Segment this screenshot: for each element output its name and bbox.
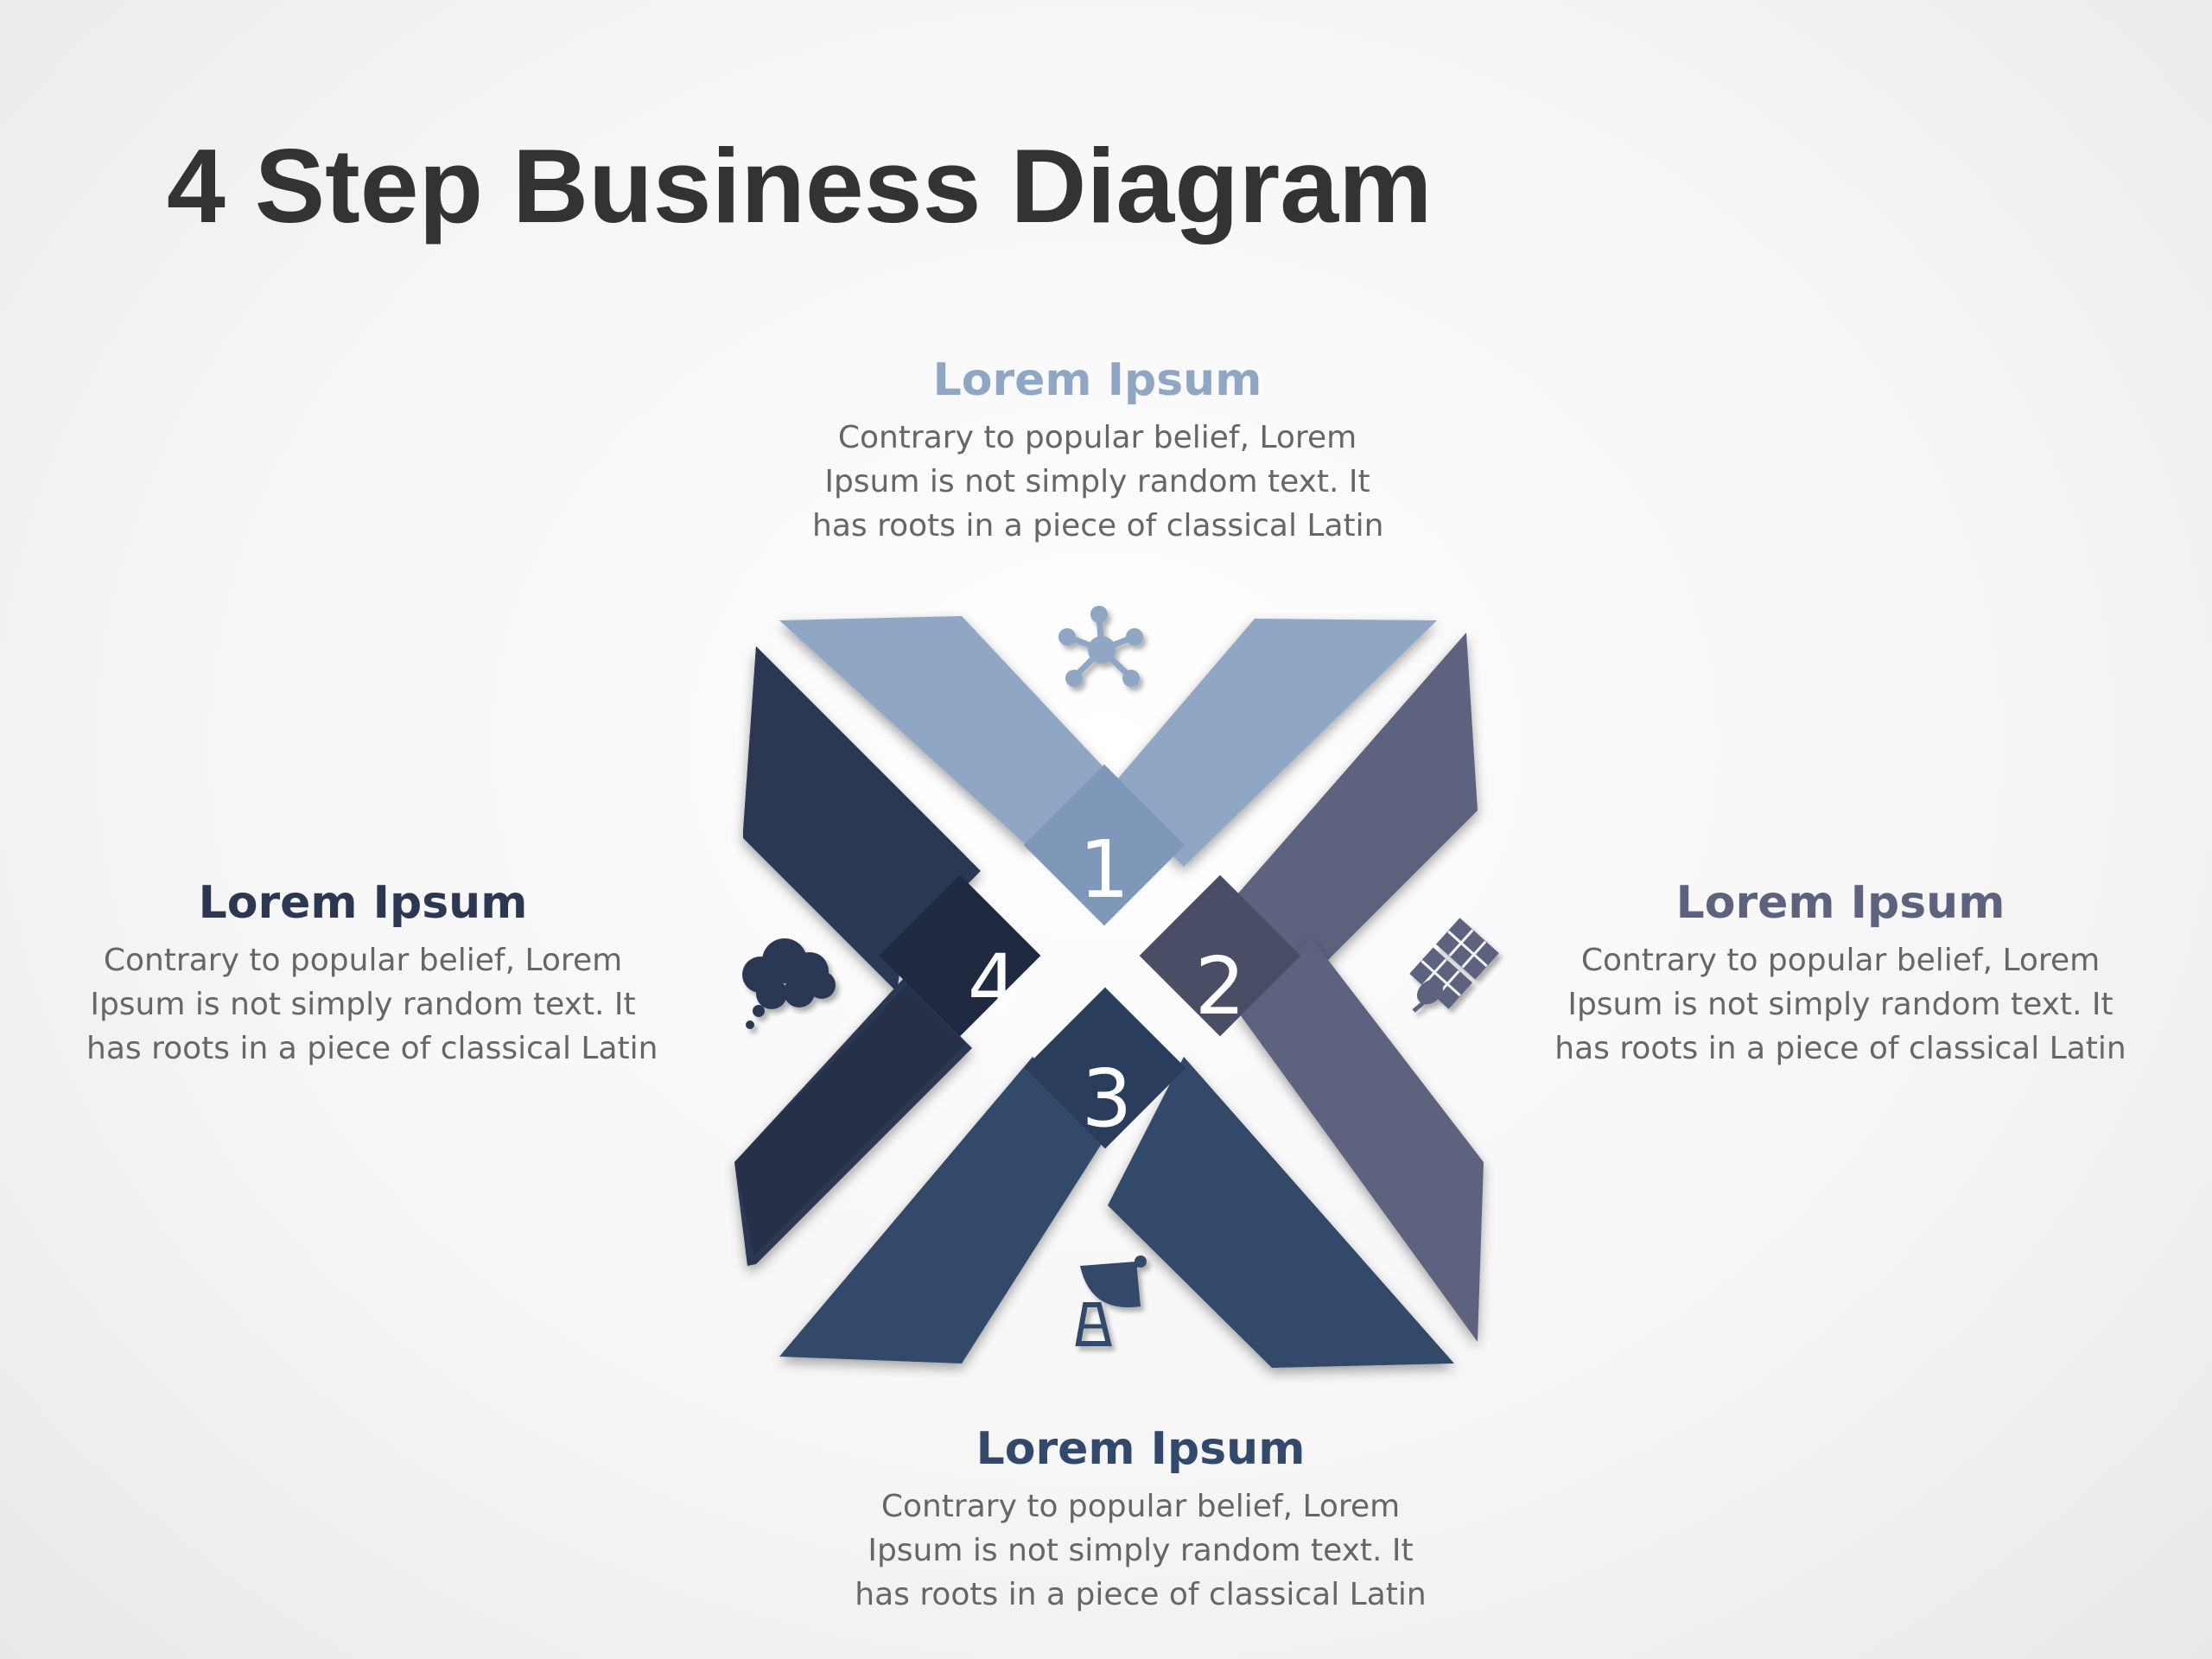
step-2-line: has roots in a piece of classical Latin <box>1554 1031 2126 1066</box>
step-1-number: 1 <box>1079 823 1130 916</box>
step-2-ribbon <box>1139 632 1484 1342</box>
step-3-ribbon <box>779 987 1454 1368</box>
step-1-heading: Lorem Ipsum <box>932 354 1262 406</box>
step-1-line: Contrary to popular belief, Lorem <box>837 420 1357 455</box>
step-1-line: has roots in a piece of classical Latin <box>812 508 1384 543</box>
step-4-panel-bottom <box>734 985 966 1255</box>
step-2-heading: Lorem Ipsum <box>1675 877 2005 929</box>
step-2-arm-lower <box>1237 938 1484 1342</box>
satellite-icon <box>1409 918 1499 1013</box>
step-2-line: Ipsum is not simply random text. It <box>1567 987 2113 1022</box>
step-3-line: has roots in a piece of classical Latin <box>855 1577 1427 1612</box>
page-title: 4 Step Business Diagram <box>167 127 1433 245</box>
step-1-ribbon <box>779 616 1437 926</box>
step-1-center-square <box>1023 764 1185 926</box>
step-4-heading: Lorem Ipsum <box>198 877 528 929</box>
step-4-line: Contrary to popular belief, Lorem <box>103 943 623 978</box>
step-3-description: Contrary to popular belief, Lorem Ipsum … <box>847 1484 1434 1617</box>
step-2-line: Contrary to popular belief, Lorem <box>1580 943 2101 978</box>
thought-cloud-icon <box>742 938 836 1029</box>
satellite-dish-icon <box>1075 1255 1147 1346</box>
step-4-line: Ipsum is not simply random text. It <box>90 987 636 1022</box>
step-4-description: Contrary to popular belief, Lorem Ipsum … <box>86 938 658 1071</box>
step-3-center-square <box>1024 987 1186 1149</box>
step-2-arm-upper <box>1231 632 1478 979</box>
step-3-text-block: Lorem Ipsum Contrary to popular belief, … <box>847 1419 1434 1617</box>
step-4-number: 4 <box>968 938 1019 1030</box>
step-2-center-square <box>1139 874 1301 1037</box>
step-1-arm-left <box>779 616 1108 849</box>
step-1-description: Contrary to popular belief, Lorem Ipsum … <box>812 416 1384 548</box>
step-1-text-block: Lorem Ipsum Contrary to popular belief, … <box>812 350 1384 548</box>
step-2-description: Contrary to popular belief, Lorem Ipsum … <box>1547 938 2134 1071</box>
step-4-ribbon <box>734 646 1041 1266</box>
step-2-text-block: Lorem Ipsum Contrary to popular belief, … <box>1547 873 2134 1071</box>
step-1-arm-right <box>1108 619 1437 867</box>
step-3-line: Ipsum is not simply random text. It <box>868 1533 1414 1568</box>
step-4-center-square <box>879 874 1041 1037</box>
step-3-line: Contrary to popular belief, Lorem <box>880 1489 1401 1524</box>
step-2-number: 2 <box>1195 940 1246 1033</box>
step-4-text-block: Lorem Ipsum Contrary to popular belief, … <box>86 873 658 1071</box>
step-4-line: has roots in a piece of classical Latin <box>86 1031 658 1066</box>
step-3-heading: Lorem Ipsum <box>976 1423 1306 1475</box>
step-1-line: Ipsum is not simply random text. It <box>824 464 1370 499</box>
step-3-arm-right <box>1108 1057 1454 1368</box>
network-hub-icon <box>1058 606 1143 687</box>
step-3-arm-left <box>779 1057 1109 1363</box>
step-3-number: 3 <box>1082 1052 1133 1145</box>
step-4-panel-top <box>743 646 966 913</box>
